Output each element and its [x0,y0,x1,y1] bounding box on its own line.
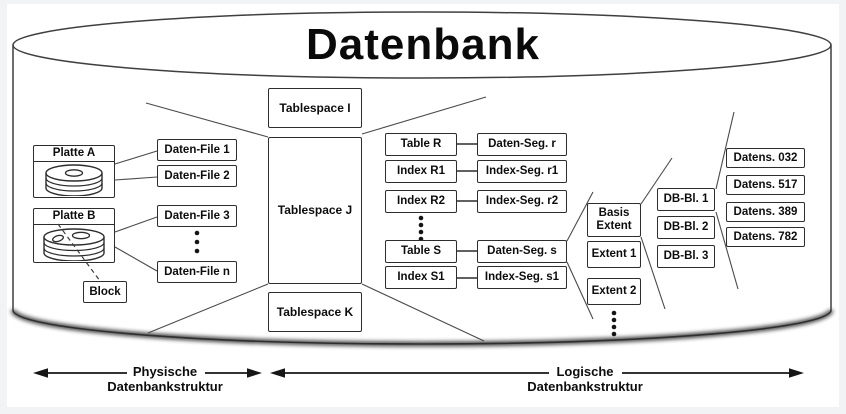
db-block-box: DB-Bl. 1 [657,188,715,211]
logical-range-arrow [270,368,804,378]
data-file-box: Daten-File 2 [157,165,237,187]
tablespace-box: Tablespace J [268,137,362,284]
db-block-box: DB-Bl. 2 [657,216,715,239]
segment-extent-fan [566,191,594,320]
physical-range-arrow [33,368,262,378]
segment-box: Daten-Seg. r [477,133,567,156]
disk-icon [43,228,105,261]
disk-panel-b-label: Platte B [34,209,114,225]
extent-box: Extent 1 [587,241,641,268]
disk-file-connectors [114,150,158,272]
table-box: Table R [385,133,457,156]
ellipsis-dots [194,215,617,337]
extent-box: Basis Extent [587,203,641,237]
legend-physical: Physische Datenbankstruktur [65,364,265,394]
legend-logical: Logische Datenbankstruktur [485,364,685,394]
segment-box: Index-Seg. r2 [477,190,567,213]
record-box: Datens. 389 [726,202,805,222]
cylinder-top-ellipse [12,11,832,79]
block-box: Block [83,281,127,303]
legend-logical-line2: Datenbankstruktur [527,378,643,394]
data-file-box: Daten-File 3 [157,205,237,227]
table-box: Index S1 [385,266,457,289]
segment-box: Daten-Seg. s [477,240,567,263]
record-box: Datens. 782 [726,227,805,247]
segment-box: Index-Seg. r1 [477,160,567,183]
record-box: Datens. 032 [726,148,805,168]
extent-dbblock-fan [640,157,673,310]
disk-panel-platte-b: Platte B [33,208,115,263]
dbblock-record-fan [715,111,739,290]
disk-panel-platte-a: Platte A [33,145,115,198]
db-block-box: DB-Bl. 3 [657,245,715,268]
segment-box: Index-Seg. s1 [477,266,567,289]
data-file-box: Daten-File n [157,261,237,283]
table-box: Index R1 [385,160,457,183]
legend-physical-line2: Datenbankstruktur [107,378,223,394]
legend-physical-line1: Physische [132,364,198,379]
record-box: Datens. 517 [726,175,805,195]
tablespace-box: Tablespace K [268,292,362,332]
table-box: Index R2 [385,190,457,213]
extent-box: Extent 2 [587,278,641,305]
disk-panel-a-label: Platte A [34,146,114,162]
table-box: Table S [385,240,457,263]
data-file-box: Daten-File 1 [157,139,237,161]
disk-icon [45,164,103,196]
table-segment-connectors [457,143,477,279]
legend-logical-line1: Logische [556,364,614,379]
tablespace-fan-lines [145,96,487,342]
tablespace-box: Tablespace I [268,88,362,128]
diagram-title: Datenbank [306,20,540,69]
